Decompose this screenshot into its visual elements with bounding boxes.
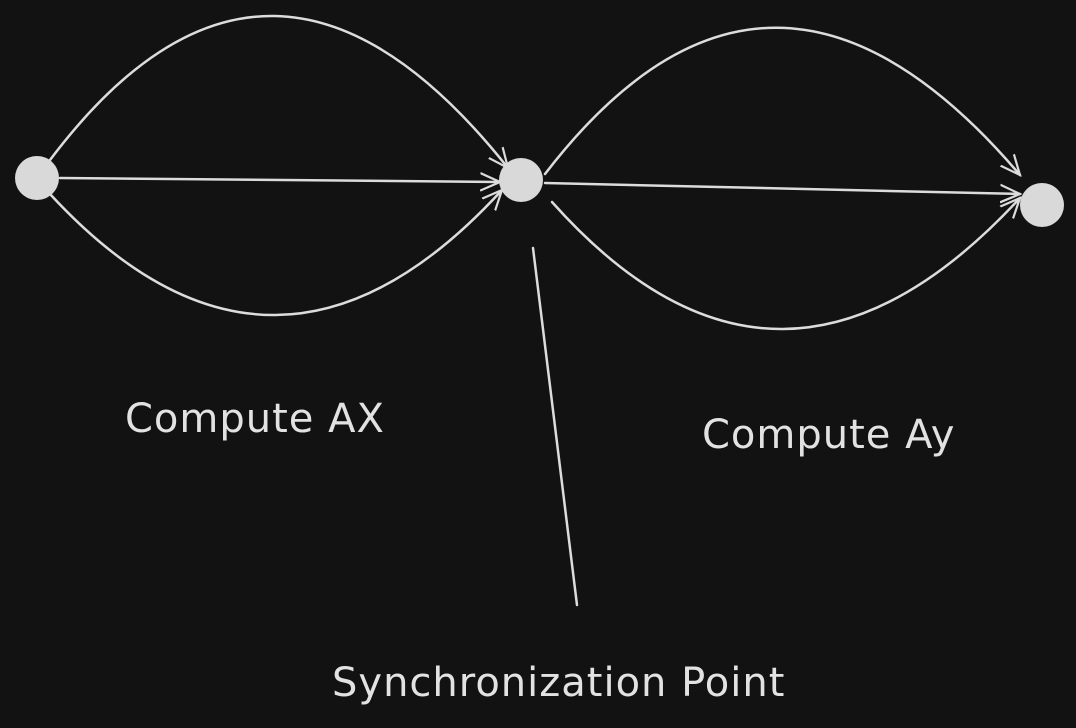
label-compute-ax: Compute AX [125,396,385,442]
label-compute-ay: Compute Ay [702,412,956,458]
edge-ay-bottom [550,198,1020,331]
edge-ax-middle [58,178,500,182]
edge-ax-top [48,14,508,168]
node-end [1020,183,1064,227]
node-start [15,156,59,200]
edge-ax-bottom [48,190,502,317]
edge-ay-top [543,26,1020,175]
edge-ay-middle [543,181,1020,194]
label-synchronization-point: Synchronization Point [332,660,786,706]
node-sync [499,158,543,202]
sync-pointer-line [531,246,579,607]
